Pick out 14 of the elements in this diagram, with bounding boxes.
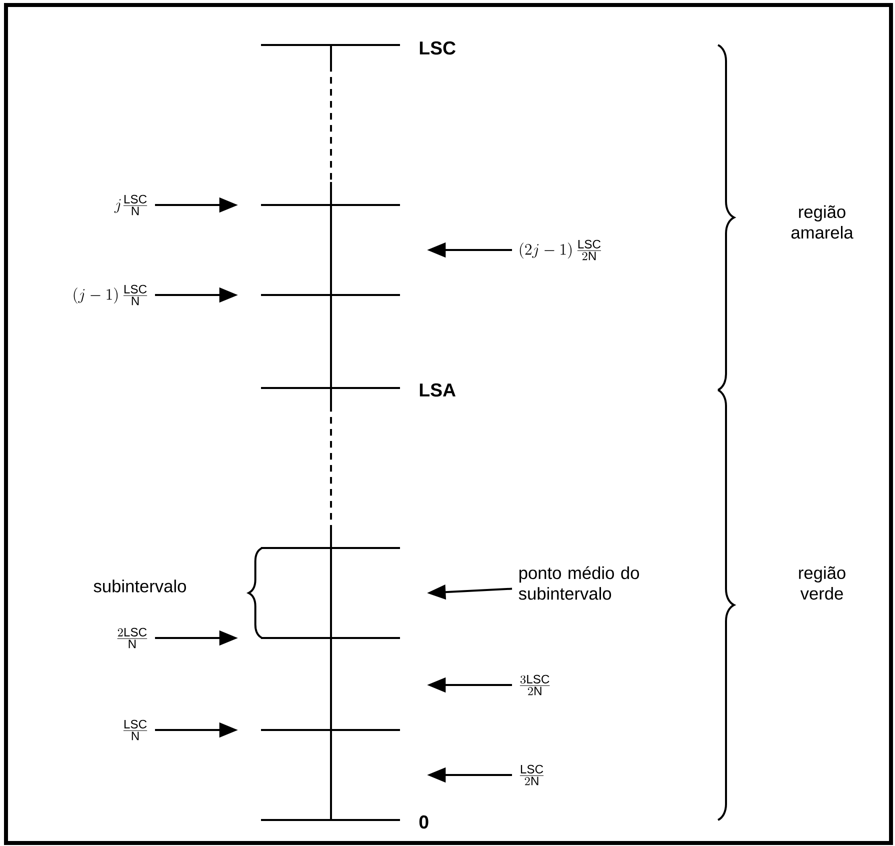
tick-label: LSC	[420, 41, 456, 55]
formula-label: $\left(j-1\right)\frac{\mathrm{LSC}}{\mathrm{N}}$	[74, 284, 148, 306]
formula-label: $\left(2j-1\right)\frac{\mathrm{LSC}}{2\mathrm{N}}$	[520, 240, 601, 260]
formula-label: $\frac{\mathrm{LSC}}{2\mathrm{N}}$	[520, 764, 544, 786]
tick-label: LSA	[420, 383, 456, 397]
tick-label: 0	[419, 815, 428, 829]
region-label: região verde	[799, 566, 846, 600]
formula-label: $\frac{\mathrm{LSC}}{\mathrm{N}}$	[123, 720, 148, 740]
region-label: região amarela	[791, 205, 854, 239]
formula-label: $j\frac{\mathrm{LSC}}{\mathrm{N}}$	[114, 194, 148, 216]
brace-label: subintervalo	[94, 580, 186, 592]
formula-label: $\frac{3\mathrm{LSC}}{2\mathrm{N}}$	[520, 674, 550, 696]
formula-label: $\frac{2\mathrm{LSC}}{\mathrm{N}}$	[117, 628, 148, 648]
annotation-text: ponto médio do subintervalo	[518, 566, 639, 600]
